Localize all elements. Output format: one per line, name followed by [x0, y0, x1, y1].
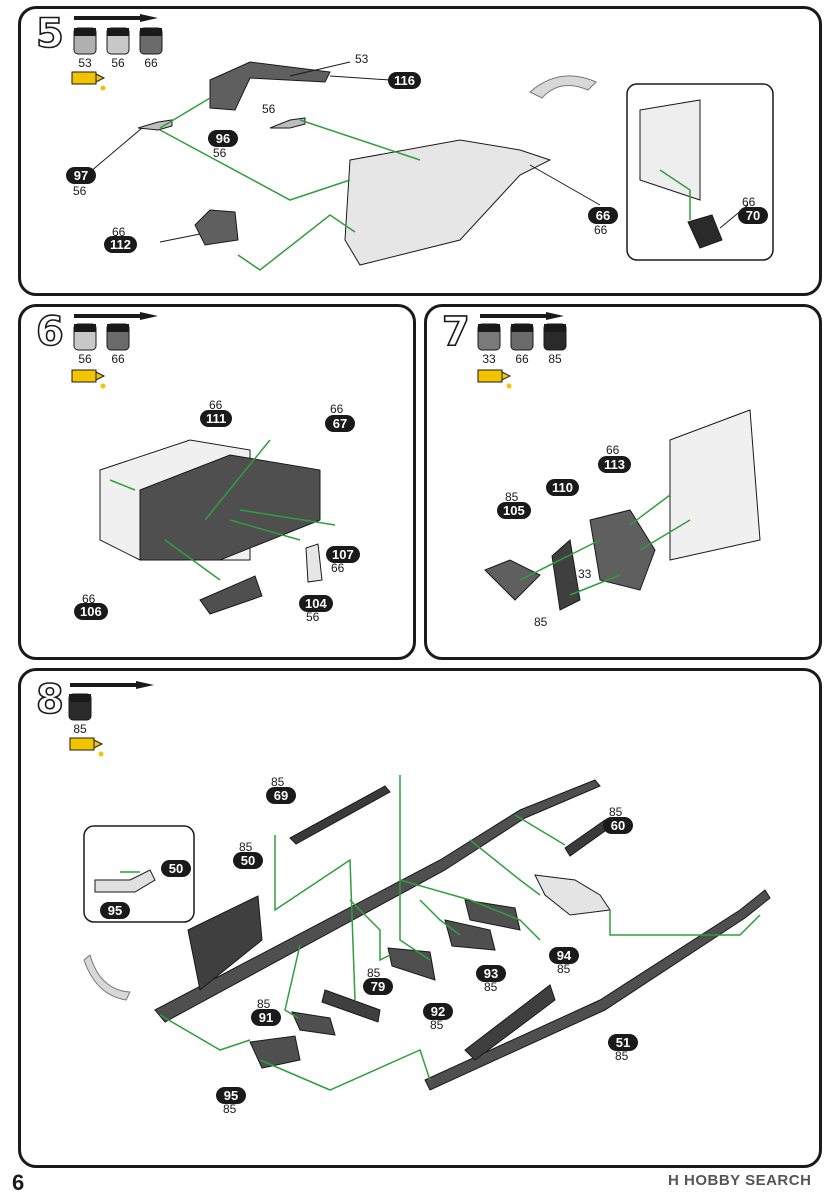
- paint-brush-icon: [74, 14, 158, 22]
- paint-pot-icon: [139, 27, 163, 55]
- part-tag: 70: [738, 207, 768, 224]
- callout: 66: [209, 398, 223, 412]
- paint-label: 66: [144, 56, 158, 70]
- paint-pot-icon: [73, 323, 97, 351]
- part-tag: 51: [608, 1034, 638, 1051]
- part-tag: 112: [104, 236, 137, 253]
- paint-pot-icon: [510, 323, 534, 351]
- callout: 56: [213, 146, 227, 160]
- part-tag: 92: [423, 1003, 453, 1020]
- part-tag: 110: [546, 479, 579, 496]
- glue-tube-icon: [477, 369, 512, 389]
- callout: 56: [306, 610, 320, 624]
- part-tag: 69: [266, 787, 296, 804]
- step-number: 7: [441, 309, 470, 355]
- callout: 56: [262, 102, 276, 116]
- paint-pot-icon: [73, 27, 97, 55]
- callout: 85: [239, 840, 253, 854]
- step-number: 6: [35, 309, 64, 355]
- part-tag: 50: [233, 852, 263, 869]
- part-tag: 91: [251, 1009, 281, 1026]
- callout: 85: [505, 490, 519, 504]
- part-tag: 111: [200, 410, 233, 427]
- watermark: H HOBBY SEARCH: [668, 1172, 812, 1189]
- paint-pot-icon: [477, 323, 501, 351]
- callout: 56: [73, 184, 87, 198]
- paint-label: 53: [78, 56, 92, 70]
- callout: 33: [578, 567, 592, 581]
- callout: 66: [594, 223, 608, 237]
- step-number: 8: [35, 677, 64, 723]
- callout: 85: [430, 1018, 444, 1032]
- paint-label: 85: [73, 722, 87, 736]
- callout: 85: [609, 805, 623, 819]
- step-number: 5: [35, 11, 64, 57]
- rotate-arrow-icon: [83, 954, 131, 1001]
- callout: 66: [330, 402, 344, 416]
- part-tag: 95: [216, 1087, 246, 1104]
- part-tag: 93: [476, 965, 506, 982]
- callout: 85: [557, 962, 571, 976]
- callout: 85: [223, 1102, 237, 1116]
- part-tag: 106: [74, 603, 108, 620]
- paint-label: 66: [111, 352, 125, 366]
- part-tag: 67: [325, 415, 355, 432]
- part-tag: 66: [588, 207, 618, 224]
- glue-tube-icon: [71, 369, 106, 389]
- part-tag: 113: [598, 456, 631, 473]
- callout: 66: [331, 561, 345, 575]
- part-tag: 105: [497, 502, 531, 519]
- paint-label: 66: [515, 352, 529, 366]
- callout: 66: [606, 443, 620, 457]
- callout: 85: [534, 615, 548, 629]
- callout: 85: [484, 980, 498, 994]
- paint-label: 56: [111, 56, 125, 70]
- part-tag: 96: [208, 130, 238, 147]
- callout: 66: [112, 225, 126, 239]
- part-tag: 94: [549, 947, 579, 964]
- callout: 85: [257, 997, 271, 1011]
- paint-label: 56: [78, 352, 92, 366]
- part-tag: 95: [100, 902, 130, 919]
- paint-pot-icon: [68, 693, 92, 721]
- callout: 66: [82, 592, 96, 606]
- part-tag: 79: [363, 978, 393, 995]
- paint-label: 85: [548, 352, 562, 366]
- rotate-arrow-icon: [529, 75, 597, 99]
- callout: 85: [367, 966, 381, 980]
- paint-brush-icon: [74, 312, 158, 320]
- page-number: 6: [12, 1170, 25, 1195]
- paint-brush-icon: [70, 681, 154, 689]
- callout: 85: [615, 1049, 629, 1063]
- callout: 53: [355, 52, 369, 66]
- part-tag: 97: [66, 167, 96, 184]
- part-tag: 104: [299, 595, 333, 612]
- paint-pot-icon: [106, 323, 130, 351]
- paint-pot-icon: [543, 323, 567, 351]
- part-tag: 116: [388, 72, 421, 89]
- callout: 85: [271, 775, 285, 789]
- paint-brush-icon: [480, 312, 564, 320]
- glue-tube-icon: [69, 737, 104, 757]
- step-8-panel: [18, 668, 822, 1168]
- part-tag: 50: [161, 860, 191, 877]
- part-tag: 60: [603, 817, 633, 834]
- paint-label: 33: [482, 352, 496, 366]
- callout: 66: [742, 195, 756, 209]
- glue-tube-icon: [71, 71, 106, 91]
- part-tag: 107: [326, 546, 360, 563]
- paint-pot-icon: [106, 27, 130, 55]
